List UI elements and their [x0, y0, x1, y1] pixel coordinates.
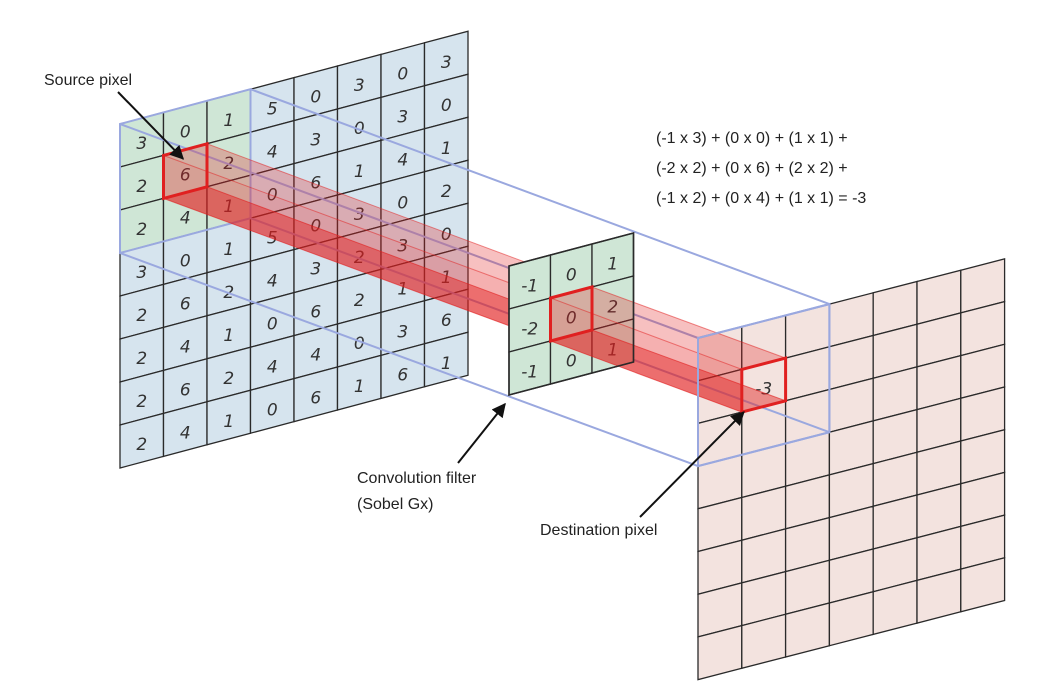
label-source-pixel: Source pixel [44, 72, 132, 89]
source-cell-value: 4 [180, 209, 191, 229]
kernel-cell-value: 0 [566, 308, 577, 328]
source-cell-value: 1 [223, 197, 234, 217]
source-cell-value: 0 [310, 88, 321, 108]
source-cell-value: 3 [441, 53, 452, 73]
source-pixel-arrow [117, 91, 185, 160]
kernel-cell-value: 0 [566, 351, 577, 371]
source-cell-value: 1 [441, 139, 452, 159]
source-cell-value: 1 [223, 412, 234, 432]
filter-arrow [457, 402, 506, 464]
source-cell [423, 331, 469, 388]
source-cell-value: 0 [180, 252, 191, 272]
source-cell-value: 6 [310, 174, 321, 194]
source-cell-value: 2 [136, 306, 147, 326]
red-beam-filter-to-destination [508, 231, 831, 468]
source-cell-value: 0 [397, 65, 408, 85]
source-cell-value: 1 [354, 162, 365, 182]
kernel-cell-value: -1 [521, 276, 538, 296]
source-cell-value: 1 [223, 240, 234, 260]
projection-line [250, 88, 830, 306]
source-cell-value: 0 [267, 400, 278, 420]
source-cell-value: 2 [354, 291, 365, 311]
source-cell-value: 6 [441, 311, 452, 331]
source-cell-value: 2 [223, 369, 234, 389]
source-cell-value: 4 [267, 142, 278, 162]
kernel-outline [508, 231, 635, 397]
callout-arrows [117, 91, 745, 518]
kernel-center-highlight [549, 285, 594, 343]
source-cell-value: 3 [136, 263, 147, 283]
source-cell-value: 1 [441, 268, 452, 288]
destination-pixel-arrow [639, 411, 745, 518]
source-cell-value: 1 [441, 354, 452, 374]
source-cell-value: 0 [354, 334, 365, 354]
destination-pixel-highlight [740, 356, 788, 415]
source-cell-value: 4 [180, 424, 191, 444]
source-cell-value: 2 [136, 177, 147, 197]
label-destination-pixel: Destination pixel [540, 522, 657, 539]
source-cell-value: 2 [136, 435, 147, 455]
source-cell-value: 0 [180, 123, 191, 143]
pixel-highlights [162, 141, 788, 415]
kernel-cell-value: 1 [607, 340, 618, 360]
source-cell-value: 6 [310, 303, 321, 323]
kernel-cell-value: 1 [607, 254, 618, 274]
label-filter-line2: (Sobel Gx) [357, 496, 433, 513]
source-cell-value: 6 [180, 166, 191, 186]
equation-line-1: (-1 x 3) + (0 x 0) + (1 x 1) + [656, 130, 848, 147]
kernel-cell-value: -1 [521, 362, 538, 382]
source-cell-value: 4 [180, 338, 191, 358]
source-cell-value: 6 [310, 389, 321, 409]
source-cell-value: 4 [267, 271, 278, 291]
source-cell-value: 3 [354, 76, 365, 96]
source-cell-value: 3 [354, 205, 365, 225]
source-cell-value: 2 [136, 349, 147, 369]
equation-line-3: (-1 x 2) + (0 x 4) + (1 x 1) = -3 [656, 190, 866, 207]
source-cell-value: 5 [267, 99, 278, 119]
source-cell-value: 1 [354, 377, 365, 397]
source-cell-value: 3 [397, 237, 408, 257]
source-cell-value: 6 [180, 295, 191, 315]
source-cell-value: 3 [397, 108, 408, 128]
source-cell-value: 2 [441, 182, 452, 202]
kernel-cell-value: -2 [521, 319, 538, 339]
source-cell-value: 3 [397, 323, 408, 343]
beam-side-face [163, 155, 551, 341]
equation-line-2: (-2 x 2) + (0 x 6) + (2 x 2) + [656, 160, 848, 177]
source-cell-value: 0 [267, 314, 278, 334]
source-cell-value: 1 [223, 326, 234, 346]
destination-cell [960, 556, 1006, 613]
convolution-kernel-grid: -1 0 1 -2 0 2 -1 0 1 [508, 232, 635, 396]
source-cell-value: 3 [310, 131, 321, 151]
label-filter-line1: Convolution filter [357, 470, 477, 487]
destination-image-grid: -3 [697, 258, 1006, 681]
source-cell-value: 6 [180, 381, 191, 401]
source-cell-value: 0 [441, 225, 452, 245]
kernel-cell-value: 0 [566, 265, 577, 285]
source-pixel-highlight [162, 141, 209, 201]
source-window-frame [119, 87, 252, 255]
source-cell-value: 4 [310, 346, 321, 366]
source-cell-value: 4 [267, 357, 278, 377]
source-cell-value: 0 [397, 194, 408, 214]
source-cell-value: 0 [441, 96, 452, 116]
kernel-cell-value: 2 [607, 297, 618, 317]
source-cell-value: 2 [136, 220, 147, 240]
projection-line [119, 252, 699, 468]
source-cell-value: 6 [397, 366, 408, 386]
source-cell-value: 4 [397, 151, 408, 171]
destination-window-outline [697, 302, 831, 468]
source-cell-value: 3 [310, 260, 321, 280]
beam2-side-face [550, 298, 742, 413]
source-cell-value: 3 [136, 134, 147, 154]
source-cell-value: 2 [136, 392, 147, 412]
source-cell-value: 1 [223, 111, 234, 131]
source-cell-value: 1 [397, 280, 408, 300]
